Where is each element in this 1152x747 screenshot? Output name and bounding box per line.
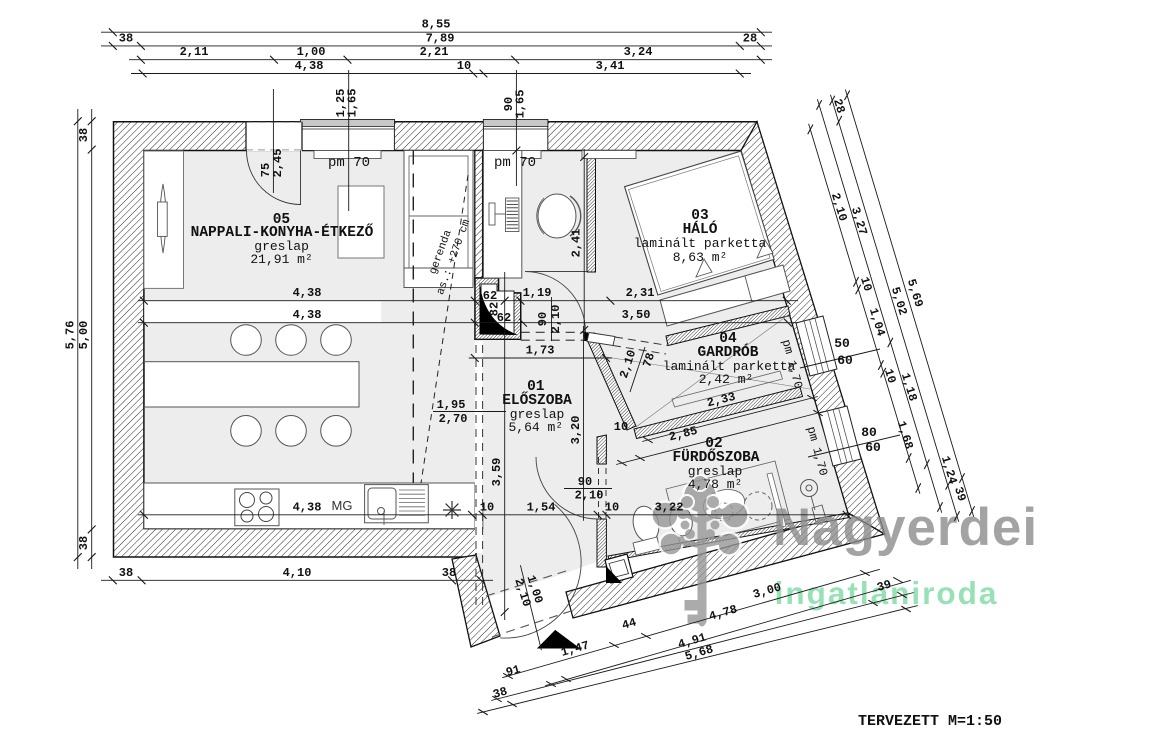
svg-text:28: 28 bbox=[743, 31, 757, 45]
svg-text:04: 04 bbox=[719, 331, 737, 347]
svg-text:4,78 m²: 4,78 m² bbox=[688, 477, 743, 492]
svg-text:1,65: 1,65 bbox=[346, 89, 360, 118]
svg-text:2,10: 2,10 bbox=[575, 489, 604, 503]
svg-text:90: 90 bbox=[578, 475, 592, 489]
svg-text:1,25: 1,25 bbox=[334, 89, 348, 118]
svg-text:3,41: 3,41 bbox=[596, 59, 625, 73]
svg-text:62: 62 bbox=[497, 311, 511, 325]
svg-text:2,11: 2,11 bbox=[180, 45, 209, 59]
svg-text:1,00: 1,00 bbox=[297, 45, 326, 59]
svg-text:1,65: 1,65 bbox=[514, 90, 528, 119]
svg-text:62: 62 bbox=[483, 289, 497, 303]
svg-text:38: 38 bbox=[119, 566, 133, 580]
svg-text:greslap: greslap bbox=[510, 407, 565, 422]
svg-text:ELŐSZOBA: ELŐSZOBA bbox=[502, 391, 572, 409]
svg-text:8,63 m²: 8,63 m² bbox=[673, 250, 728, 265]
svg-text:91: 91 bbox=[504, 662, 522, 679]
svg-text:75: 75 bbox=[259, 163, 273, 177]
svg-text:39: 39 bbox=[875, 577, 893, 594]
svg-text:78: 78 bbox=[640, 351, 658, 369]
svg-text:2,85: 2,85 bbox=[668, 424, 699, 445]
svg-text:10: 10 bbox=[857, 275, 875, 293]
svg-text:1,54: 1,54 bbox=[527, 500, 556, 514]
svg-text:28: 28 bbox=[830, 97, 848, 115]
svg-text:8,55: 8,55 bbox=[422, 18, 451, 32]
svg-text:Nagyerdei: Nagyerdei bbox=[773, 498, 1038, 557]
svg-text:05: 05 bbox=[273, 212, 290, 228]
svg-text:38: 38 bbox=[442, 566, 456, 580]
svg-text:10: 10 bbox=[881, 367, 899, 385]
svg-text:FÜRDŐSZOBA: FÜRDŐSZOBA bbox=[672, 448, 759, 466]
svg-text:1,19: 1,19 bbox=[523, 286, 552, 300]
svg-text:10: 10 bbox=[480, 500, 494, 514]
svg-text:10: 10 bbox=[605, 500, 619, 514]
svg-text:39: 39 bbox=[951, 485, 969, 503]
svg-text:7,89: 7,89 bbox=[426, 31, 455, 45]
svg-text:greslap: greslap bbox=[254, 239, 309, 254]
svg-text:GARDRÓB: GARDRÓB bbox=[698, 343, 759, 361]
svg-text:TERVEZETT M=1:50: TERVEZETT M=1:50 bbox=[858, 713, 1002, 730]
svg-text:3,22: 3,22 bbox=[655, 500, 684, 514]
svg-text:laminált parketta: laminált parketta bbox=[634, 236, 767, 251]
svg-text:10: 10 bbox=[457, 59, 471, 73]
svg-text:5,76: 5,76 bbox=[63, 321, 77, 350]
svg-text:3,59: 3,59 bbox=[490, 458, 504, 487]
svg-text:2,31: 2,31 bbox=[626, 286, 655, 300]
svg-text:90: 90 bbox=[536, 312, 550, 326]
svg-text:38: 38 bbox=[77, 128, 91, 142]
svg-text:HÁLÓ: HÁLÓ bbox=[683, 220, 718, 238]
svg-text:NAPPALI-KONYHA-ÉTKEZŐ: NAPPALI-KONYHA-ÉTKEZŐ bbox=[191, 223, 374, 241]
svg-text:38: 38 bbox=[491, 684, 509, 701]
svg-text:3,50: 3,50 bbox=[622, 308, 651, 322]
svg-text:laminált parketta: laminált parketta bbox=[663, 359, 796, 374]
svg-text:2,33: 2,33 bbox=[706, 390, 737, 411]
svg-text:03: 03 bbox=[691, 208, 708, 224]
svg-text:1,95: 1,95 bbox=[437, 398, 466, 412]
svg-text:60: 60 bbox=[865, 440, 881, 455]
svg-text:38: 38 bbox=[77, 536, 91, 550]
svg-text:50: 50 bbox=[834, 336, 850, 351]
svg-text:90: 90 bbox=[502, 97, 516, 111]
svg-text:pm 70: pm 70 bbox=[494, 155, 536, 171]
svg-text:pm 70: pm 70 bbox=[328, 155, 370, 171]
svg-text:2,41: 2,41 bbox=[570, 229, 584, 258]
svg-text:1,73: 1,73 bbox=[526, 344, 555, 358]
svg-text:38: 38 bbox=[119, 31, 133, 45]
svg-text:44: 44 bbox=[620, 615, 638, 632]
svg-text:5,00: 5,00 bbox=[77, 321, 91, 350]
svg-text:4,10: 4,10 bbox=[283, 566, 312, 580]
svg-text:82: 82 bbox=[488, 302, 502, 316]
svg-text:ingatlaniroda: ingatlaniroda bbox=[775, 575, 999, 611]
svg-text:10: 10 bbox=[614, 420, 628, 434]
svg-text:60: 60 bbox=[837, 353, 853, 368]
svg-text:MG: MG bbox=[332, 498, 353, 513]
svg-text:2,21: 2,21 bbox=[420, 45, 449, 59]
svg-text:2,70: 2,70 bbox=[439, 412, 468, 426]
svg-text:3,20: 3,20 bbox=[569, 416, 583, 445]
svg-text:greslap: greslap bbox=[688, 464, 743, 479]
svg-text:2,45: 2,45 bbox=[271, 149, 285, 178]
svg-text:01: 01 bbox=[527, 379, 545, 395]
svg-text:02: 02 bbox=[705, 436, 722, 452]
svg-text:4,38: 4,38 bbox=[293, 500, 322, 514]
svg-text:4,38: 4,38 bbox=[293, 286, 322, 300]
svg-text:21,91 m²: 21,91 m² bbox=[250, 252, 312, 267]
svg-text:5,64 m²: 5,64 m² bbox=[508, 420, 563, 435]
svg-text:80: 80 bbox=[861, 425, 877, 440]
svg-text:2,10: 2,10 bbox=[549, 305, 563, 334]
svg-text:2,42 m²: 2,42 m² bbox=[699, 372, 754, 387]
svg-text:4,38: 4,38 bbox=[293, 308, 322, 322]
svg-text:4,38: 4,38 bbox=[295, 59, 324, 73]
svg-text:3,24: 3,24 bbox=[624, 45, 653, 59]
